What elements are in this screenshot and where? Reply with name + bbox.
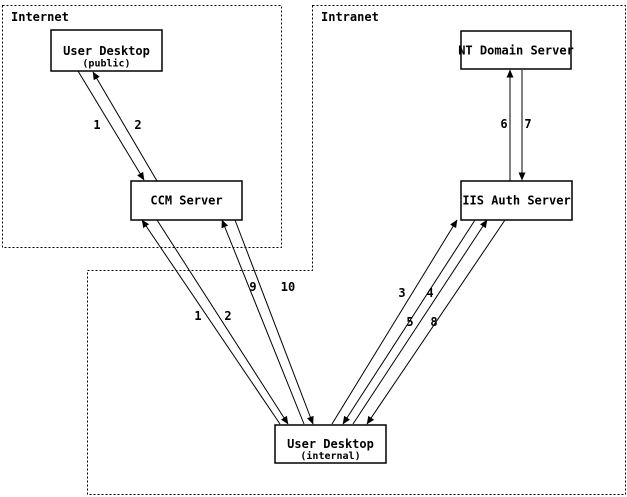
edge-1-internal-label: 1 [194, 309, 201, 323]
edge-7-label: 7 [524, 117, 531, 131]
user-desktop-public-title: User Desktop [63, 44, 150, 58]
nt-domain-server-box [460, 30, 572, 70]
edge-2-internal-label: 2 [224, 309, 231, 323]
edge-3-label: 3 [398, 286, 405, 300]
iis-auth-server-title: IIS Auth Server [462, 194, 570, 208]
edge-2-public-label: 2 [134, 118, 141, 132]
edge-10-label: 10 [281, 280, 295, 294]
edge-10-line [234, 219, 314, 425]
iis-auth-server-box [460, 180, 573, 221]
edge-5-label: 5 [406, 315, 413, 329]
edge-8-line [366, 219, 506, 425]
intranet-region-outline [87, 5, 626, 495]
node-user-desktop-internal: User Desktop (internal) [274, 424, 387, 464]
edge-8-label: 8 [430, 315, 437, 329]
node-nt-domain-server: NT Domain Server [458, 30, 574, 70]
edge-1-public-line [77, 70, 145, 181]
user-desktop-internal-box [274, 424, 387, 464]
user-desktop-public-subtitle: (public) [82, 58, 130, 70]
internet-region-outline [2, 5, 282, 248]
intranet-region-label: Intranet [321, 10, 379, 24]
edge-1-internal-line [141, 219, 281, 425]
edge-2-public-line [92, 71, 158, 182]
edge-6-label: 6 [500, 117, 507, 131]
edge-5-line [352, 219, 488, 425]
node-ccm-server: CCM Server [130, 180, 243, 221]
edge-2-internal-line [156, 219, 289, 425]
node-user-desktop-public: User Desktop (public) [50, 29, 163, 72]
ccm-server-box [130, 180, 243, 221]
edge-9-line [221, 219, 305, 425]
edge-4-line [342, 219, 476, 425]
ccm-server-title: CCM Server [150, 194, 222, 208]
edge-4-label: 4 [426, 286, 433, 300]
nt-domain-server-title: NT Domain Server [458, 44, 574, 58]
user-desktop-internal-subtitle: (internal) [300, 450, 360, 462]
edge-3-line [331, 219, 458, 425]
edge-1-public-label: 1 [93, 118, 100, 132]
user-desktop-public-box [50, 29, 163, 72]
node-iis-auth-server: IIS Auth Server [460, 180, 573, 221]
edge-9-label: 9 [249, 280, 256, 294]
internet-region-label: Internet [11, 10, 69, 24]
user-desktop-internal-title: User Desktop [287, 437, 374, 451]
